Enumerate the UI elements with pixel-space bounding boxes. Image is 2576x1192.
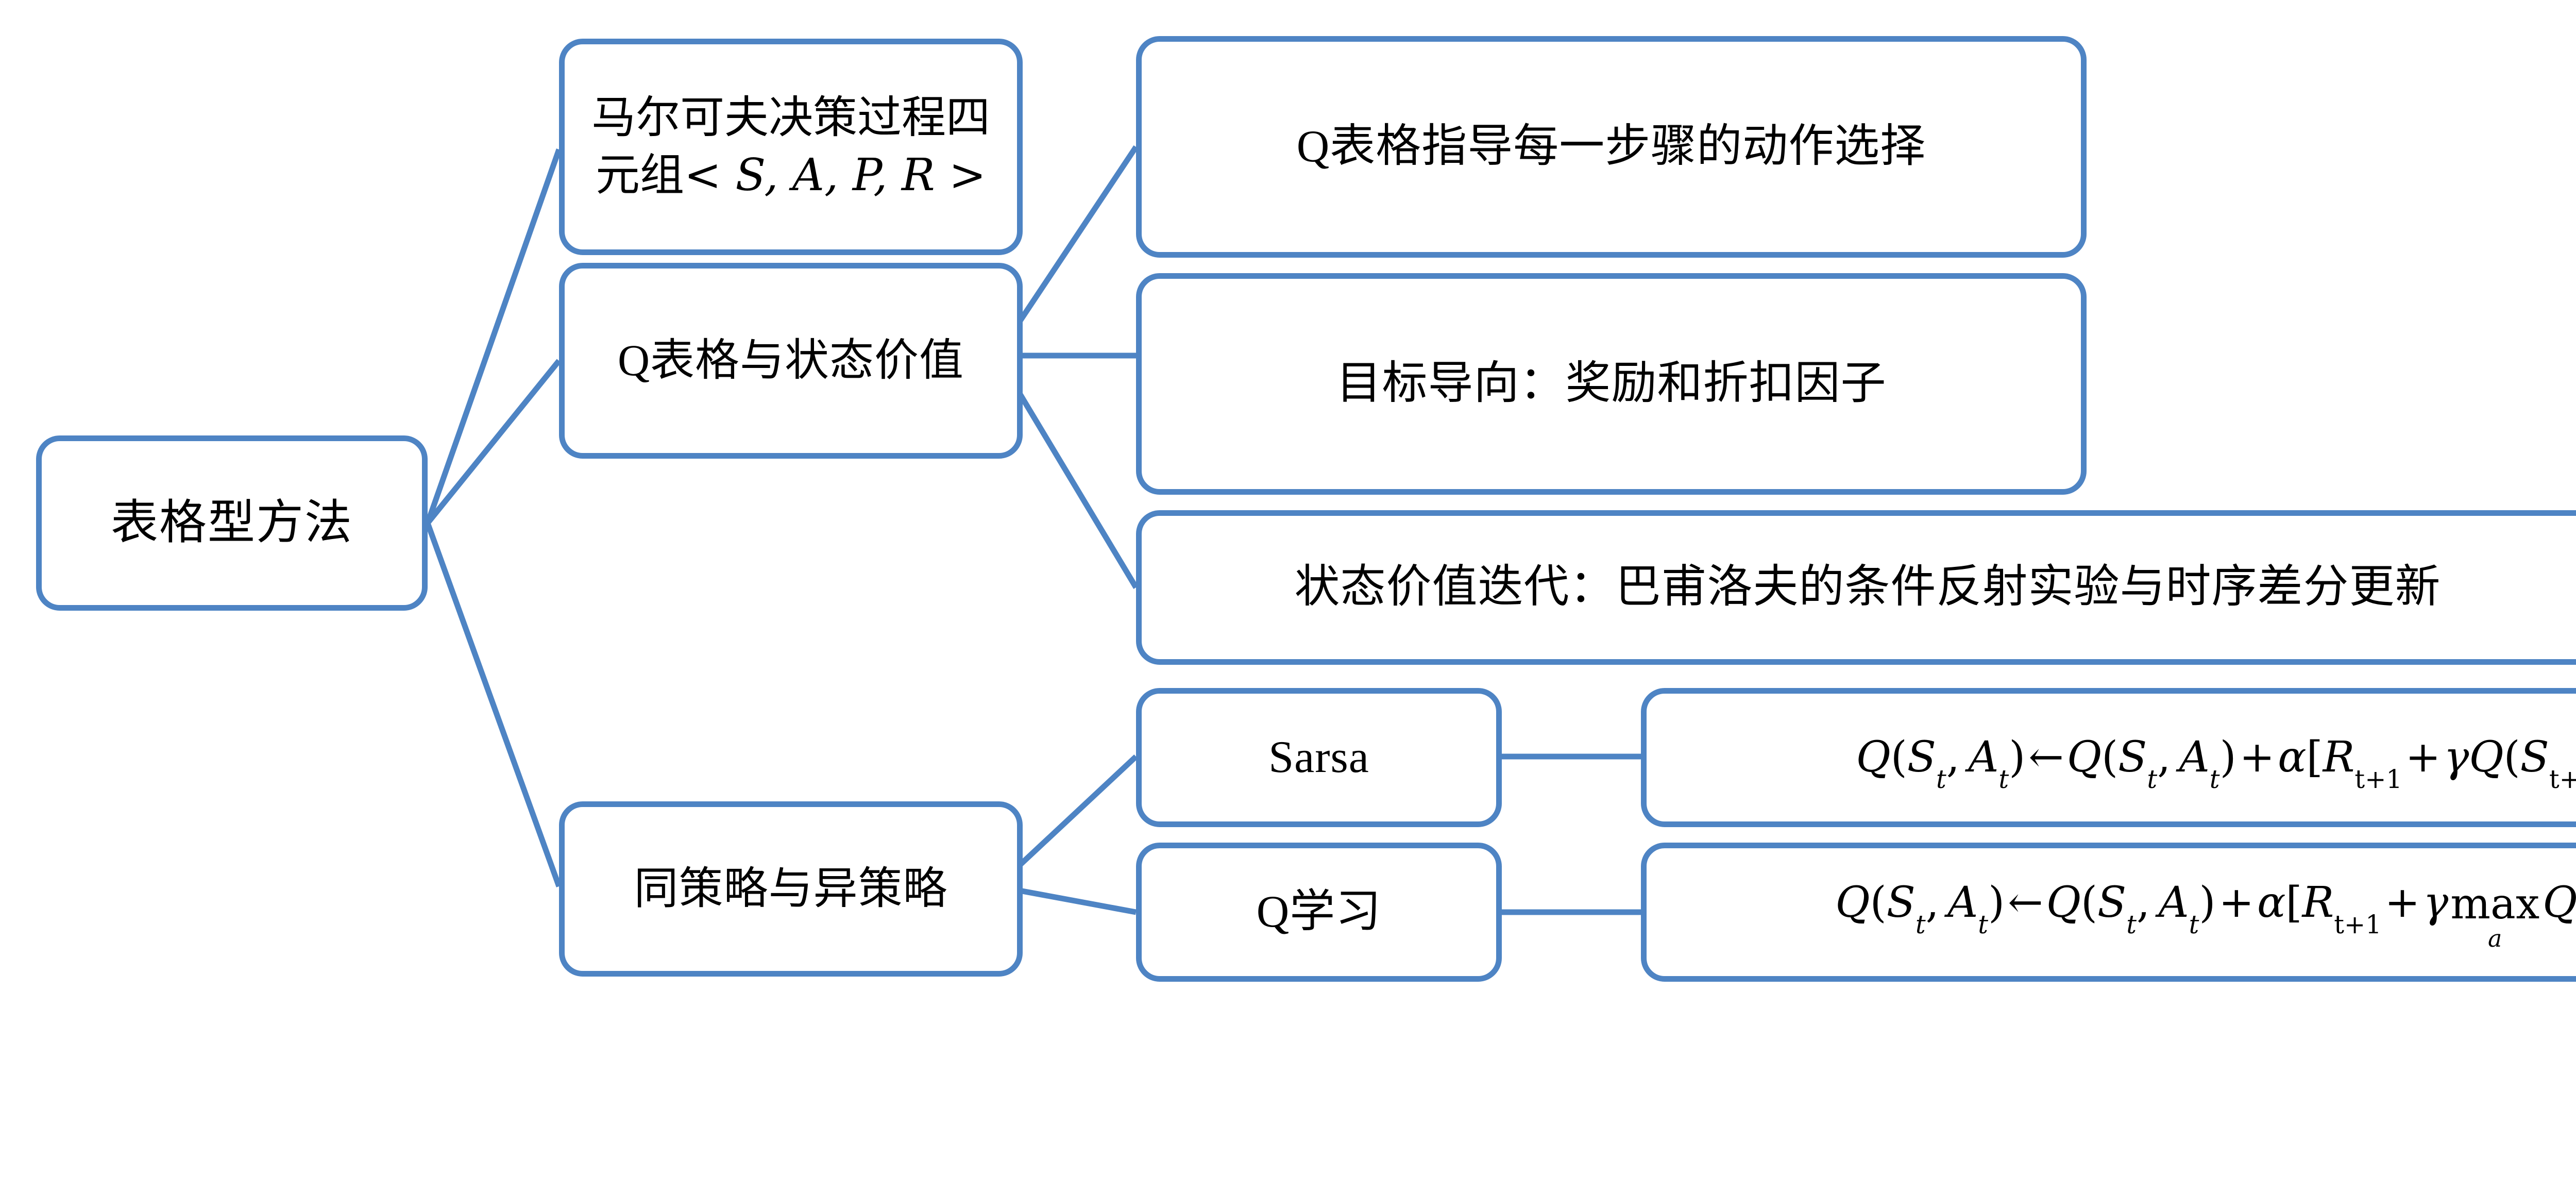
node-algo-sarsa-label: Sarsa — [1268, 732, 1369, 782]
node-qtable[interactable]: Q表格与状态价值 — [559, 263, 1023, 459]
node-mdp-line1: 马尔可夫决策过程四 — [591, 93, 990, 143]
edge-root-to-mdp — [425, 148, 562, 524]
node-leaf-goal-oriented-label: 目标导向：奖励和折扣因子 — [1336, 358, 1887, 409]
node-algo-sarsa[interactable]: Sarsa — [1136, 688, 1502, 827]
node-mdp-line2-prefix: 元组 — [596, 150, 685, 200]
node-leaf-action-selection-label: Q表格指导每一步骤的动作选择 — [1296, 121, 1926, 172]
node-policy-label: 同策略与异策略 — [634, 864, 948, 914]
node-mdp-label: 马尔可夫决策过程四 元组< S, A, P, R > — [578, 89, 1004, 205]
node-mdp[interactable]: 马尔可夫决策过程四 元组< S, A, P, R > — [559, 39, 1023, 255]
node-algo-qlearning-label: Q学习 — [1256, 886, 1382, 937]
node-mdp-line2-math: < S, A, P, R > — [684, 149, 986, 201]
node-leaf-value-iteration-label: 状态价值迭代：巴甫洛夫的条件反射实验与时序差分更新 — [1294, 562, 2441, 612]
node-qtable-label: Q表格与状态价值 — [617, 335, 964, 385]
node-leaf-action-selection[interactable]: Q表格指导每一步骤的动作选择 — [1136, 36, 2087, 258]
node-formula-sarsa-expression: Q(St, At)←Q(St, At)+α[Rt+1+γQ(St+1, At+1… — [1856, 732, 2576, 795]
node-root[interactable]: 表格型方法 — [36, 435, 428, 611]
node-formula-qlearning-expression: Q(St, At)←Q(St, At)+α[Rt+1+γmaxaQ(St+1, … — [1835, 878, 2576, 953]
node-policy[interactable]: 同策略与异策略 — [559, 801, 1023, 977]
edge-root-to-policy — [425, 522, 562, 887]
node-root-label: 表格型方法 — [110, 496, 353, 549]
node-algo-qlearning[interactable]: Q学习 — [1136, 843, 1502, 982]
node-formula-qlearning[interactable]: Q(St, At)←Q(St, At)+α[Rt+1+γmaxaQ(St+1, … — [1641, 843, 2576, 982]
node-leaf-goal-oriented[interactable]: 目标导向：奖励和折扣因子 — [1136, 273, 2087, 495]
node-leaf-value-iteration[interactable]: 状态价值迭代：巴甫洛夫的条件反射实验与时序差分更新 — [1136, 510, 2576, 665]
node-formula-sarsa[interactable]: Q(St, At)←Q(St, At)+α[Rt+1+γQ(St+1, At+1… — [1641, 688, 2576, 827]
edge-root-to-qtable — [425, 359, 562, 525]
